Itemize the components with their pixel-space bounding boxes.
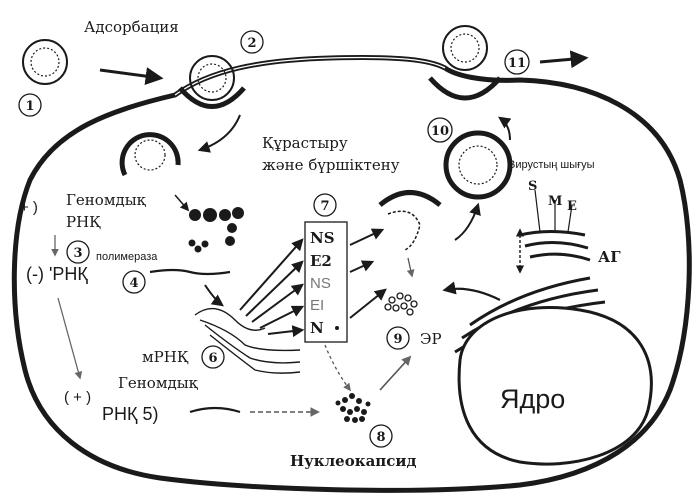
label-minus-rna: (-) 'РНҚ — [26, 264, 88, 284]
svg-text:9: 9 — [393, 332, 402, 347]
protein-e1: EI — [310, 297, 324, 314]
label-mrna: мРНҚ — [142, 348, 189, 366]
step-7: 7 — [314, 194, 336, 216]
budding-particle — [380, 193, 440, 251]
label-protein-m: M — [548, 194, 562, 209]
label-rna-bottom: РНҚ 5) — [102, 404, 159, 424]
svg-text:2: 2 — [247, 36, 256, 51]
step-4: 4 — [123, 271, 145, 293]
step-3: 3 — [67, 241, 89, 263]
genomic-rna-strand-bottom — [190, 408, 240, 412]
svg-text:10: 10 — [431, 124, 449, 139]
nucleocapsid-cluster — [336, 393, 371, 423]
label-assembly-1: Құрастыру — [262, 134, 348, 152]
virion-exiting — [430, 26, 500, 98]
label-polymerase: полимераза — [96, 251, 158, 263]
arrow-exit — [540, 58, 585, 62]
label-plus-bottom: ( + ) — [64, 389, 91, 406]
svg-text:3: 3 — [73, 246, 82, 261]
step-5: 5 — [169, 409, 187, 427]
step-6: 6 — [202, 346, 224, 368]
svg-text:6: 6 — [208, 351, 217, 366]
step-1: 1 — [19, 94, 41, 116]
endosome — [122, 135, 178, 175]
golgi — [520, 232, 590, 261]
arrow-1-2 — [100, 70, 160, 78]
svg-text:11: 11 — [508, 56, 526, 71]
label-genomic-top-1: Геномдық — [66, 191, 147, 209]
label-adsorption: Адсорбация — [84, 18, 179, 36]
label-er: ЭР — [420, 330, 442, 348]
label-golgi: АГ — [598, 248, 621, 266]
svg-text:4: 4 — [129, 276, 138, 291]
protein-ns-1: NS — [310, 229, 335, 247]
minus-rna-strand — [150, 270, 230, 274]
svg-text:8: 8 — [376, 430, 385, 445]
protein-e2: E2 — [310, 252, 332, 270]
step-11: 11 — [505, 50, 529, 74]
protein-n: N — [310, 319, 324, 337]
translation-arrows — [240, 240, 302, 334]
label-protein-e: E — [567, 199, 577, 214]
label-plus-top: + ) — [20, 199, 38, 216]
virion-adsorbed — [180, 56, 244, 107]
label-nucleus: Ядро — [500, 384, 565, 414]
virion-mature — [446, 133, 510, 197]
step-9: 9 — [387, 327, 409, 349]
label-virus-exit: Вирустың шығуы — [508, 159, 595, 171]
step-10: 10 — [428, 118, 452, 142]
label-assembly-2: және бүршіктену — [262, 156, 400, 174]
virion-free — [23, 40, 67, 84]
svg-text:7: 7 — [320, 199, 329, 214]
label-protein-s: S — [528, 179, 537, 194]
nucleocapsid-er — [385, 293, 417, 315]
protein-ns-2: NS — [310, 275, 331, 292]
label-genomic-top-2: РНҚ — [66, 213, 101, 231]
label-nucleocapsid: Нуклеокапсид — [290, 452, 417, 470]
label-genomic-bottom: Геномдық — [118, 374, 199, 392]
step-2: 2 — [241, 31, 263, 53]
svg-text:1: 1 — [25, 99, 34, 114]
svg-text:5: 5 — [173, 411, 182, 426]
arrow-2-endosome — [200, 115, 240, 150]
step-8: 8 — [370, 425, 392, 447]
uncoating-particles — [189, 207, 245, 253]
